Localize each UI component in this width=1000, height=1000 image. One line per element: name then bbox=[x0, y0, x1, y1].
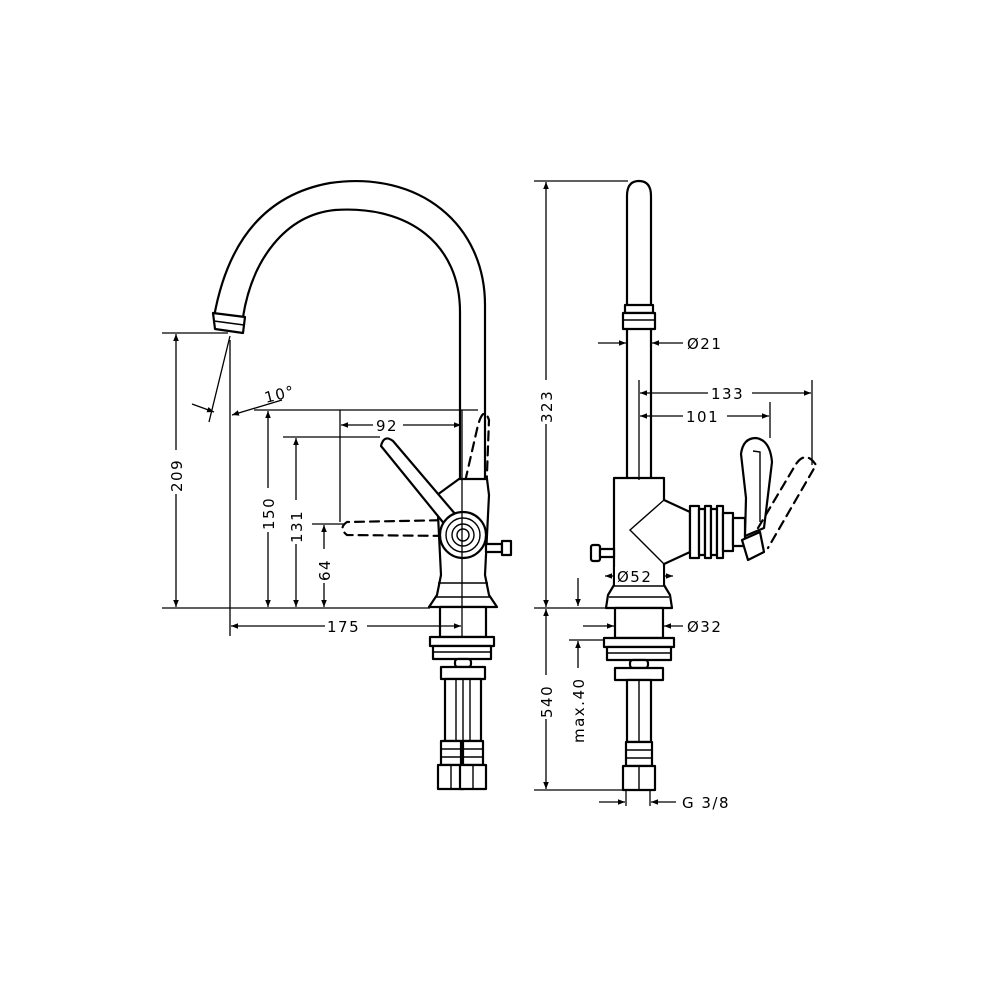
front-lever-closed-position bbox=[341, 518, 456, 538]
dim-dia32-label: Ø32 bbox=[687, 618, 722, 636]
side-knob bbox=[589, 543, 602, 563]
front-hose-connectors bbox=[436, 739, 488, 791]
front-spout bbox=[212, 180, 487, 482]
side-spout bbox=[625, 179, 653, 307]
dim-max40-label: max.40 bbox=[570, 677, 588, 743]
dim-131-label: 131 bbox=[288, 510, 306, 543]
side-body bbox=[604, 476, 692, 610]
dim-dia52-label: Ø52 bbox=[617, 568, 652, 586]
side-lever-alt-position bbox=[756, 456, 818, 550]
side-mount-nut bbox=[602, 636, 676, 649]
dim-540-label: 540 bbox=[538, 685, 556, 718]
dim-64-label: 64 bbox=[316, 559, 334, 581]
dim-150-label: 150 bbox=[260, 497, 278, 530]
side-lever bbox=[739, 436, 774, 538]
side-hose-connectors bbox=[621, 740, 657, 792]
front-lever-alt-position bbox=[460, 412, 491, 502]
front-handle-hub bbox=[438, 510, 488, 560]
dim-angle-label: 10° bbox=[263, 382, 298, 407]
side-view: 323 540 Ø21 133 101 Ø52 Ø32 max.40 G 3/8 bbox=[534, 179, 818, 812]
side-cartridge bbox=[688, 504, 747, 560]
dim-thread-label: G 3/8 bbox=[682, 794, 730, 812]
side-aerator bbox=[621, 311, 657, 331]
front-knob bbox=[484, 542, 504, 554]
front-lever bbox=[379, 437, 458, 528]
front-view: 10° 92 209 150 131 64 175 bbox=[162, 180, 513, 791]
dim-133-label: 133 bbox=[711, 385, 744, 403]
dim-dia21-label: Ø21 bbox=[687, 335, 722, 353]
dim-92-label: 92 bbox=[376, 417, 398, 435]
dim-175-label: 175 bbox=[327, 618, 360, 636]
front-mount-nut bbox=[428, 635, 496, 648]
dim-101-label: 101 bbox=[686, 408, 719, 426]
dim-323-label: 323 bbox=[538, 390, 556, 423]
dim-209-label: 209 bbox=[168, 459, 186, 492]
